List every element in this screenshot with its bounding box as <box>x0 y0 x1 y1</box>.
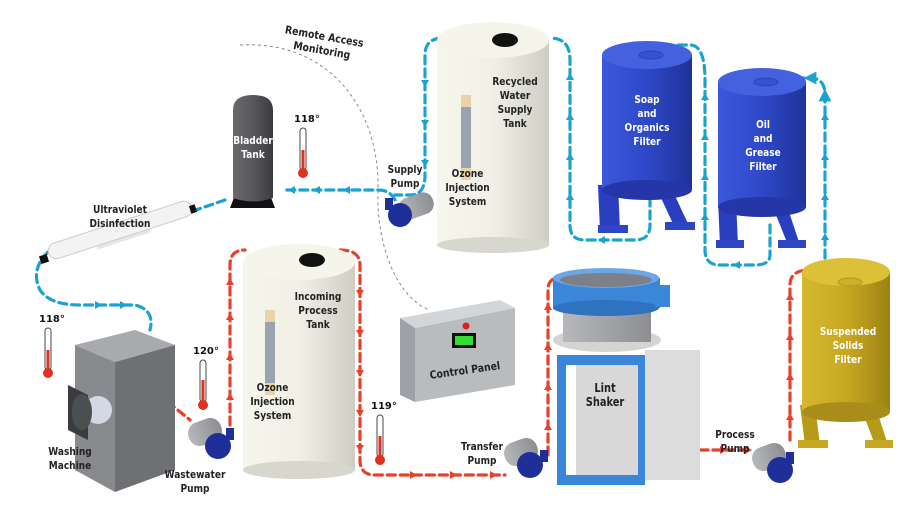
remote-monitoring-arc <box>239 44 431 311</box>
washing-machine[interactable] <box>68 330 175 492</box>
oil-filter-label: Oil and Grease Filter <box>745 118 781 173</box>
oil-grease-filter[interactable] <box>716 68 806 248</box>
soap-filter-label: Soap and Organics Filter <box>624 93 670 148</box>
bladder-tank[interactable] <box>230 95 275 208</box>
washing-machine-label: Washing Machine <box>48 445 92 472</box>
uv-label: Ultraviolet Disinfection <box>89 203 151 230</box>
thermometer-bladder <box>298 127 308 178</box>
temp-wastewater: 120° <box>193 346 219 357</box>
recycled-ozone-label: Ozone Injection System <box>445 167 490 208</box>
suspended-filter-label: Suspended Solids Filter <box>819 325 877 366</box>
wastewater-pump-label: Wastewater Pump <box>164 468 226 495</box>
process-pump-label: Process Pump <box>715 428 755 455</box>
process-pump[interactable] <box>749 440 794 483</box>
temp-process: 119° <box>371 401 397 412</box>
recycled-water-supply-tank[interactable] <box>437 22 549 253</box>
temp-washer-supply: 118° <box>39 314 65 325</box>
uv-disinfection-unit[interactable] <box>38 199 198 265</box>
control-panel[interactable] <box>400 300 515 402</box>
thermometer-process <box>375 414 385 465</box>
transfer-pump[interactable] <box>501 435 548 478</box>
thermometer-washer <box>43 327 53 378</box>
recycled-flow-lines <box>34 36 832 332</box>
recycled-flow-arrows <box>95 73 829 309</box>
recycled-tank-label: Recycled Water Supply Tank <box>492 75 538 130</box>
lint-shaker[interactable] <box>553 268 700 485</box>
supply-pump-label: Supply Pump <box>387 163 423 190</box>
incoming-ozone-label: Ozone Injection System <box>250 381 295 422</box>
supply-pump[interactable] <box>385 190 437 227</box>
soap-organics-filter[interactable] <box>598 41 695 233</box>
lint-shaker-label: Lint Shaker <box>585 381 625 409</box>
thermometer-wastewater <box>198 359 208 410</box>
temp-bladder: 118° <box>294 114 320 125</box>
incoming-tank-label: Incoming Process Tank <box>294 290 342 331</box>
incoming-process-tank[interactable] <box>243 244 355 479</box>
suspended-solids-filter[interactable] <box>798 258 893 448</box>
process-flow-arrows <box>226 278 794 479</box>
transfer-pump-label: Transfer Pump <box>461 440 503 467</box>
bladder-tank-label: Bladder Tank <box>233 134 273 161</box>
wastewater-pump[interactable] <box>185 415 234 459</box>
